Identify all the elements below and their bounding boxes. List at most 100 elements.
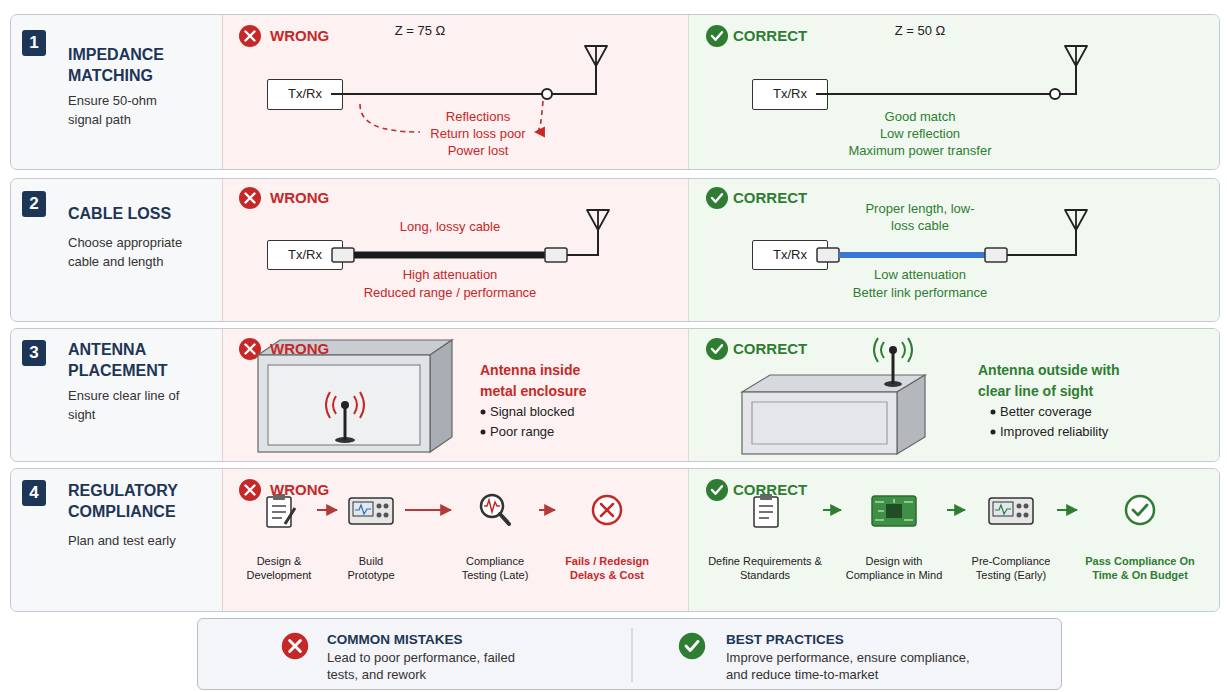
pass-icon	[1126, 496, 1154, 524]
process-step: Fails / Redesign Delays & Cost	[556, 494, 658, 590]
status-icons	[239, 25, 728, 501]
clipboard-icon	[267, 494, 778, 527]
clipboard-icon	[760, 494, 772, 500]
panel-heading: WRONG	[270, 188, 390, 208]
row-subtitle: Choose appropriate cable and length	[68, 233, 194, 271]
row-title: CABLE LOSS	[68, 203, 220, 224]
metal-enclosure	[742, 392, 897, 454]
badge-number: 2	[22, 191, 46, 217]
test-instrument-icon	[377, 513, 382, 518]
coax-wiring	[552, 66, 596, 94]
txrx-box: Tx/Rx	[752, 240, 828, 270]
coax-wiring	[331, 93, 542, 95]
enclosure-antenna	[884, 381, 902, 387]
txrx-box: Tx/Rx	[267, 79, 343, 110]
cable-assembly	[1007, 230, 1076, 255]
badge-number: 3	[22, 340, 46, 366]
step-label: Pass Compliance On Time & On Budget	[1078, 554, 1202, 582]
enclosure-antenna	[341, 401, 349, 409]
process-step: Pass Compliance On Time & On Budget	[1078, 494, 1202, 590]
clipboard-icon	[754, 497, 778, 527]
correct-panel: CORRECTDefine Requirements & StandardsDe…	[688, 469, 1219, 611]
enclosure-antenna	[889, 346, 897, 354]
metal-enclosure	[258, 340, 925, 454]
pass-icon	[1133, 505, 1147, 515]
status-icons	[239, 338, 261, 360]
coax-wiring	[360, 104, 420, 132]
step-number: 2	[22, 191, 46, 217]
step-label: Design with Compliance in Mind	[842, 554, 946, 582]
panel-heading: WRONG	[270, 480, 390, 500]
flow-arrow	[947, 509, 965, 511]
cable-assembly	[332, 248, 354, 262]
test-instrument-icon	[993, 502, 1013, 516]
antenna-symbol	[587, 210, 609, 230]
test-instrument-icon	[1017, 504, 1022, 509]
test-instrument-icon	[1017, 513, 1022, 518]
annotation: Reflections	[408, 108, 548, 125]
magnifier-icon	[500, 514, 509, 524]
status-icons	[706, 479, 728, 501]
process-step: Design & Development	[242, 494, 316, 590]
bullet	[991, 430, 996, 435]
summary-icons	[631, 628, 632, 682]
test-instrument-icon	[995, 505, 1011, 514]
panel-heading: CORRECT	[733, 26, 853, 46]
test-instrument-icon	[355, 505, 371, 514]
flow-arrow	[1057, 509, 1077, 511]
pcb-icon	[875, 499, 913, 520]
annotation: Low reflection	[830, 125, 1010, 142]
process-step: Design with Compliance in Mind	[842, 494, 946, 590]
annotation: Antenna outside with clear line of sight	[978, 360, 1128, 402]
coax-wiring	[1060, 66, 1076, 94]
annotation: Good match	[830, 108, 1010, 125]
summary-text: Improve performance, ensure compliance, …	[726, 649, 984, 683]
summary-heading: COMMON MISTAKES	[327, 631, 607, 648]
summary-half: BEST PRACTICESImprove performance, ensur…	[634, 620, 1059, 688]
cable-assembly	[332, 230, 1076, 262]
fail-icon	[593, 496, 621, 524]
badge-number: 1	[22, 30, 46, 56]
metal-enclosure	[897, 375, 925, 454]
status-icons	[706, 338, 728, 360]
process-step: Build Prototype	[338, 494, 404, 590]
annotation: Signal blocked	[490, 403, 640, 420]
status-icons	[706, 25, 728, 47]
antenna-symbol	[1065, 46, 1087, 66]
flow-arrow	[539, 509, 555, 511]
flow-arrow	[405, 509, 451, 511]
row-title: IMPEDANCE MATCHING	[68, 44, 220, 86]
clipboard-icon	[267, 497, 291, 527]
row-subtitle: Ensure clear line of sight	[68, 386, 180, 424]
row-band: REGULATORY COMPLIANCEPlan and test early…	[10, 468, 1220, 612]
step-number: 3	[22, 340, 46, 366]
row-band: IMPEDANCE MATCHINGEnsure 50-ohm signal p…	[10, 14, 1220, 170]
cable-assembly	[985, 248, 1007, 262]
summary-icons	[282, 633, 308, 659]
clipboard-icon	[285, 508, 295, 524]
status-icons	[239, 187, 261, 209]
panel-heading: WRONG	[270, 339, 390, 359]
bullet	[481, 410, 996, 435]
coax-wiring	[1050, 89, 1060, 99]
box-label: Tx/Rx	[753, 241, 827, 268]
cable-assembly	[545, 248, 567, 262]
fail-icon	[593, 496, 621, 524]
test-instrument-icon	[989, 498, 1033, 524]
enclosure-antenna	[892, 353, 895, 384]
txrx-box: Tx/Rx	[752, 79, 828, 110]
metal-enclosure	[258, 340, 452, 355]
step-label: Design & Development	[242, 554, 316, 582]
coax-wiring	[536, 101, 543, 132]
pcb-icon	[872, 496, 916, 526]
annotation: Return loss poor	[408, 125, 548, 142]
test-instrument-icon	[349, 498, 1033, 524]
magnifier-icon	[484, 500, 500, 512]
bullet	[991, 410, 996, 415]
step-label: Build Prototype	[338, 554, 404, 582]
summary-icons	[282, 628, 705, 682]
enclosure-antenna	[326, 338, 912, 443]
annotation: Better link performance	[830, 284, 1010, 301]
annotation: Maximum power transfer	[830, 142, 1010, 159]
row-title: ANTENNA PLACEMENT	[68, 339, 220, 381]
